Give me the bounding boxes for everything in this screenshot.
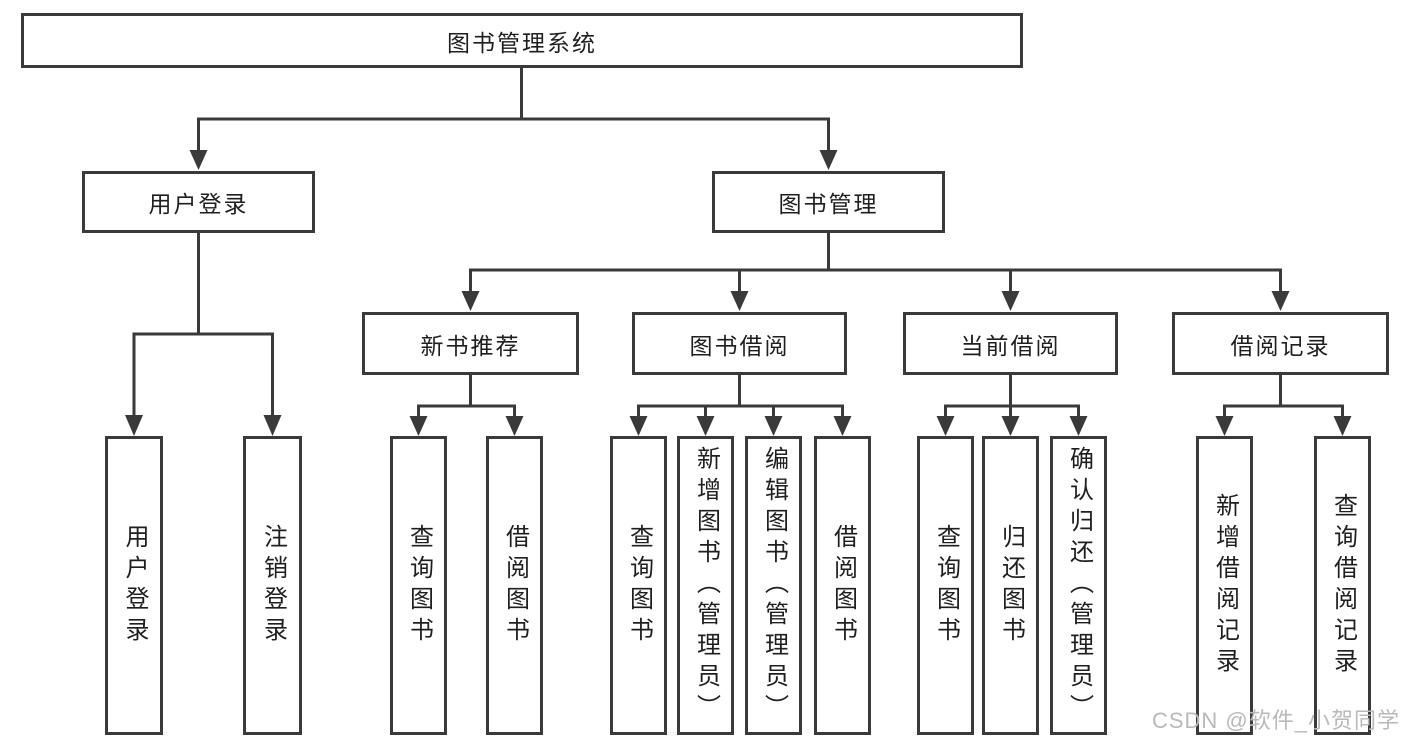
node-label: 查询图书 <box>625 523 653 648</box>
leaf-borrow-books-recommend: 借阅图书 <box>486 436 543 735</box>
node-label: 归还图书 <box>997 523 1025 648</box>
edge-user-login-to-leaves <box>125 231 282 436</box>
node-user-login: 用户登录 <box>82 171 315 233</box>
leaf-borrow-books: 借阅图书 <box>814 436 871 735</box>
edge-current-borrow-to-leaves <box>936 373 1088 436</box>
node-label: 确认归还（管理员） <box>1065 446 1093 725</box>
node-label: 查询借阅记录 <box>1329 492 1357 679</box>
edge-book-management-to-level3 <box>461 231 1290 311</box>
node-borrow-records: 借阅记录 <box>1172 312 1389 375</box>
edge-root-to-level2 <box>189 66 838 170</box>
leaf-add-book-admin: 新增图书（管理员） <box>677 436 734 735</box>
node-label: 用户登录 <box>148 191 249 217</box>
leaf-logout: 注销登录 <box>243 436 302 735</box>
leaf-query-books-current: 查询图书 <box>917 436 974 735</box>
node-label: 用户登录 <box>121 523 148 648</box>
node-library-management-system: 图书管理系统 <box>21 13 1023 68</box>
node-label: 当前借阅 <box>960 332 1061 359</box>
node-new-book-recommend: 新书推荐 <box>362 312 579 375</box>
node-label: 借阅图书 <box>501 523 529 648</box>
node-label: 新书推荐 <box>420 332 521 359</box>
edge-book-borrow-to-leaves <box>629 373 852 436</box>
leaf-add-borrow-record: 新增借阅记录 <box>1196 436 1253 735</box>
node-label: 注销登录 <box>259 523 287 648</box>
node-label: 查询图书 <box>405 523 433 648</box>
node-label: 新增图书（管理员） <box>692 446 720 725</box>
node-book-borrow: 图书借阅 <box>632 312 847 375</box>
node-label: 借阅记录 <box>1230 332 1331 359</box>
node-book-management: 图书管理 <box>712 171 945 233</box>
leaf-query-books-borrow: 查询图书 <box>610 436 667 735</box>
csdn-watermark: CSDN @软件_小贺同学 <box>1152 703 1400 735</box>
node-label: 借阅图书 <box>829 523 857 648</box>
node-label: 编辑图书（管理员） <box>760 446 788 725</box>
leaf-return-book: 归还图书 <box>982 436 1039 735</box>
leaf-confirm-return-admin: 确认归还（管理员） <box>1050 436 1107 735</box>
leaf-query-books-recommend: 查询图书 <box>390 436 447 735</box>
watermark-text: CSDN @软件_小贺同学 <box>1151 708 1400 733</box>
leaf-edit-book-admin: 编辑图书（管理员） <box>745 436 802 735</box>
edge-new-book-recommend-to-leaves <box>409 373 524 436</box>
node-label: 查询图书 <box>932 523 960 648</box>
leaf-query-borrow-record: 查询借阅记录 <box>1314 436 1371 735</box>
edge-borrow-records-to-leaves <box>1215 373 1352 436</box>
leaf-user-login: 用户登录 <box>105 436 163 735</box>
node-label: 图书管理 <box>778 191 879 217</box>
node-label: 图书借阅 <box>689 332 790 359</box>
node-current-borrow: 当前借阅 <box>903 312 1118 375</box>
node-label: 新增借阅记录 <box>1211 492 1239 679</box>
node-label: 图书管理系统 <box>447 29 597 56</box>
